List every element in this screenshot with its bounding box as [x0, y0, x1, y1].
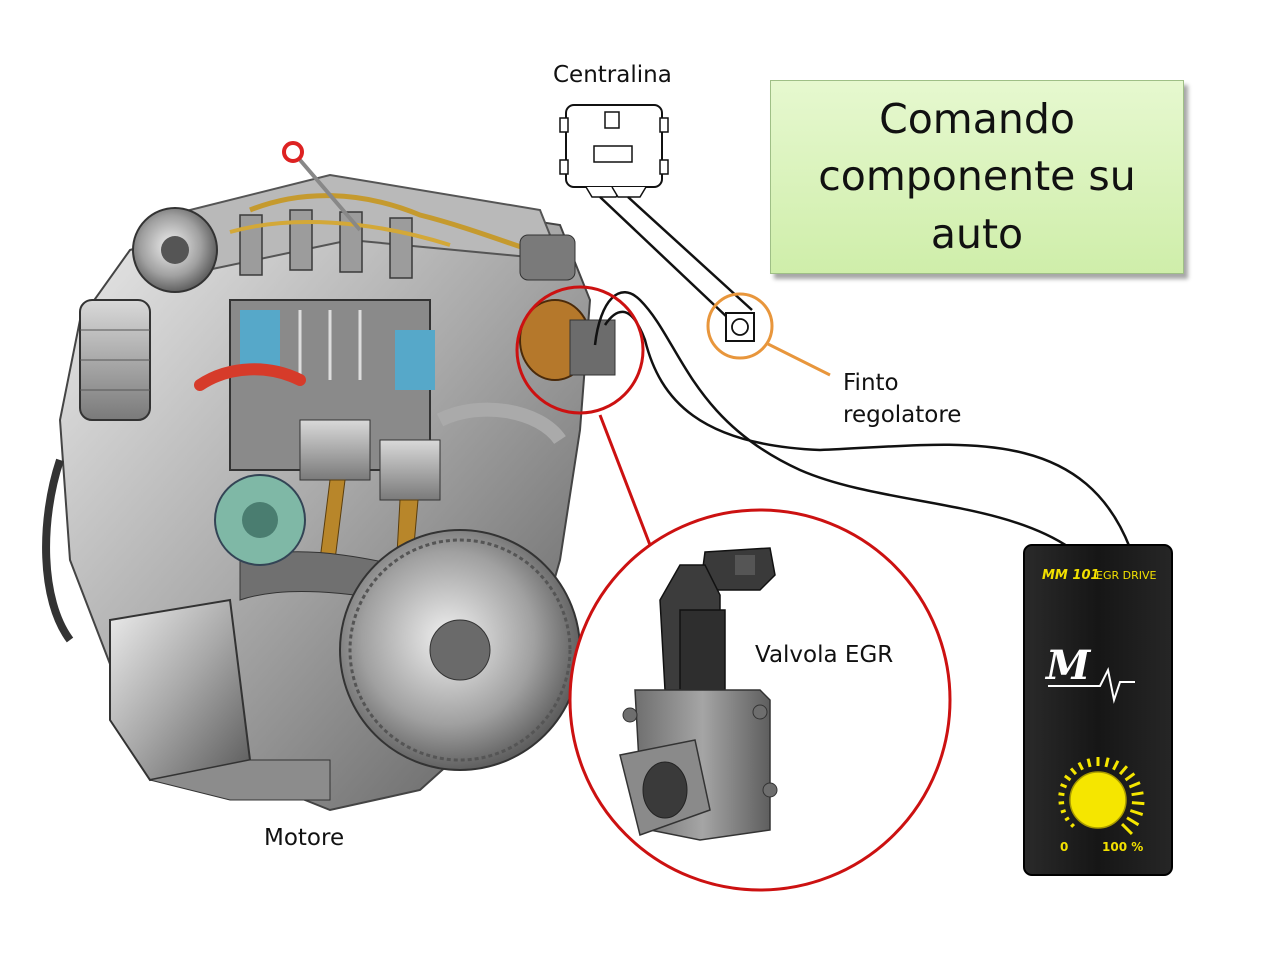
device-scale-max: 100 % [1102, 840, 1144, 854]
ecu-label: Centralina [553, 62, 672, 88]
knob-tick [1131, 801, 1145, 806]
knob-tick [1060, 809, 1067, 814]
engine-label: Motore [264, 825, 345, 851]
knob-tick [1086, 758, 1092, 768]
intensity-knob[interactable] [1069, 771, 1127, 829]
knob-tick [1126, 816, 1140, 827]
knob-tick [1120, 822, 1134, 836]
egr-drive-device [1023, 544, 1173, 876]
device-scale-min: 0 [1060, 840, 1069, 854]
title-box: Comando componente su auto [770, 80, 1184, 274]
knob-tick [1104, 757, 1110, 768]
egr-valve-label: Valvola EGR [755, 642, 894, 668]
fake-regulator-label-line2: regolatore [843, 402, 962, 428]
device-logo: M [1046, 642, 1091, 689]
fake-regulator-label-line1: Finto [843, 370, 899, 396]
device-model: EGR DRIVE [1096, 569, 1157, 582]
knob-tick [1058, 792, 1065, 797]
ecu-wires [599, 196, 753, 319]
knob-tick [1124, 772, 1136, 782]
knob-tick [1128, 781, 1141, 789]
diagram-title: Comando componente su auto [818, 94, 1136, 258]
knob-tick [1077, 761, 1084, 771]
knob-tick [1070, 822, 1076, 828]
egr-valve-illustration [619, 547, 778, 841]
zoom-connector [598, 414, 652, 546]
knob-tick [1064, 816, 1070, 822]
device-brand: MM 101 [1042, 568, 1100, 583]
knob-tick [1131, 791, 1144, 797]
knob-tick [1118, 765, 1129, 776]
knob-tick [1069, 767, 1078, 776]
knob-tick [1112, 760, 1120, 771]
knob-tick [1063, 774, 1072, 782]
ecu-icon [559, 104, 669, 198]
egr-highlight-circle [515, 285, 645, 415]
knob-tick [1129, 809, 1144, 816]
fake-regulator-icon [706, 292, 831, 377]
knob-tick [1060, 783, 1068, 789]
engine-illustration [42, 141, 616, 812]
